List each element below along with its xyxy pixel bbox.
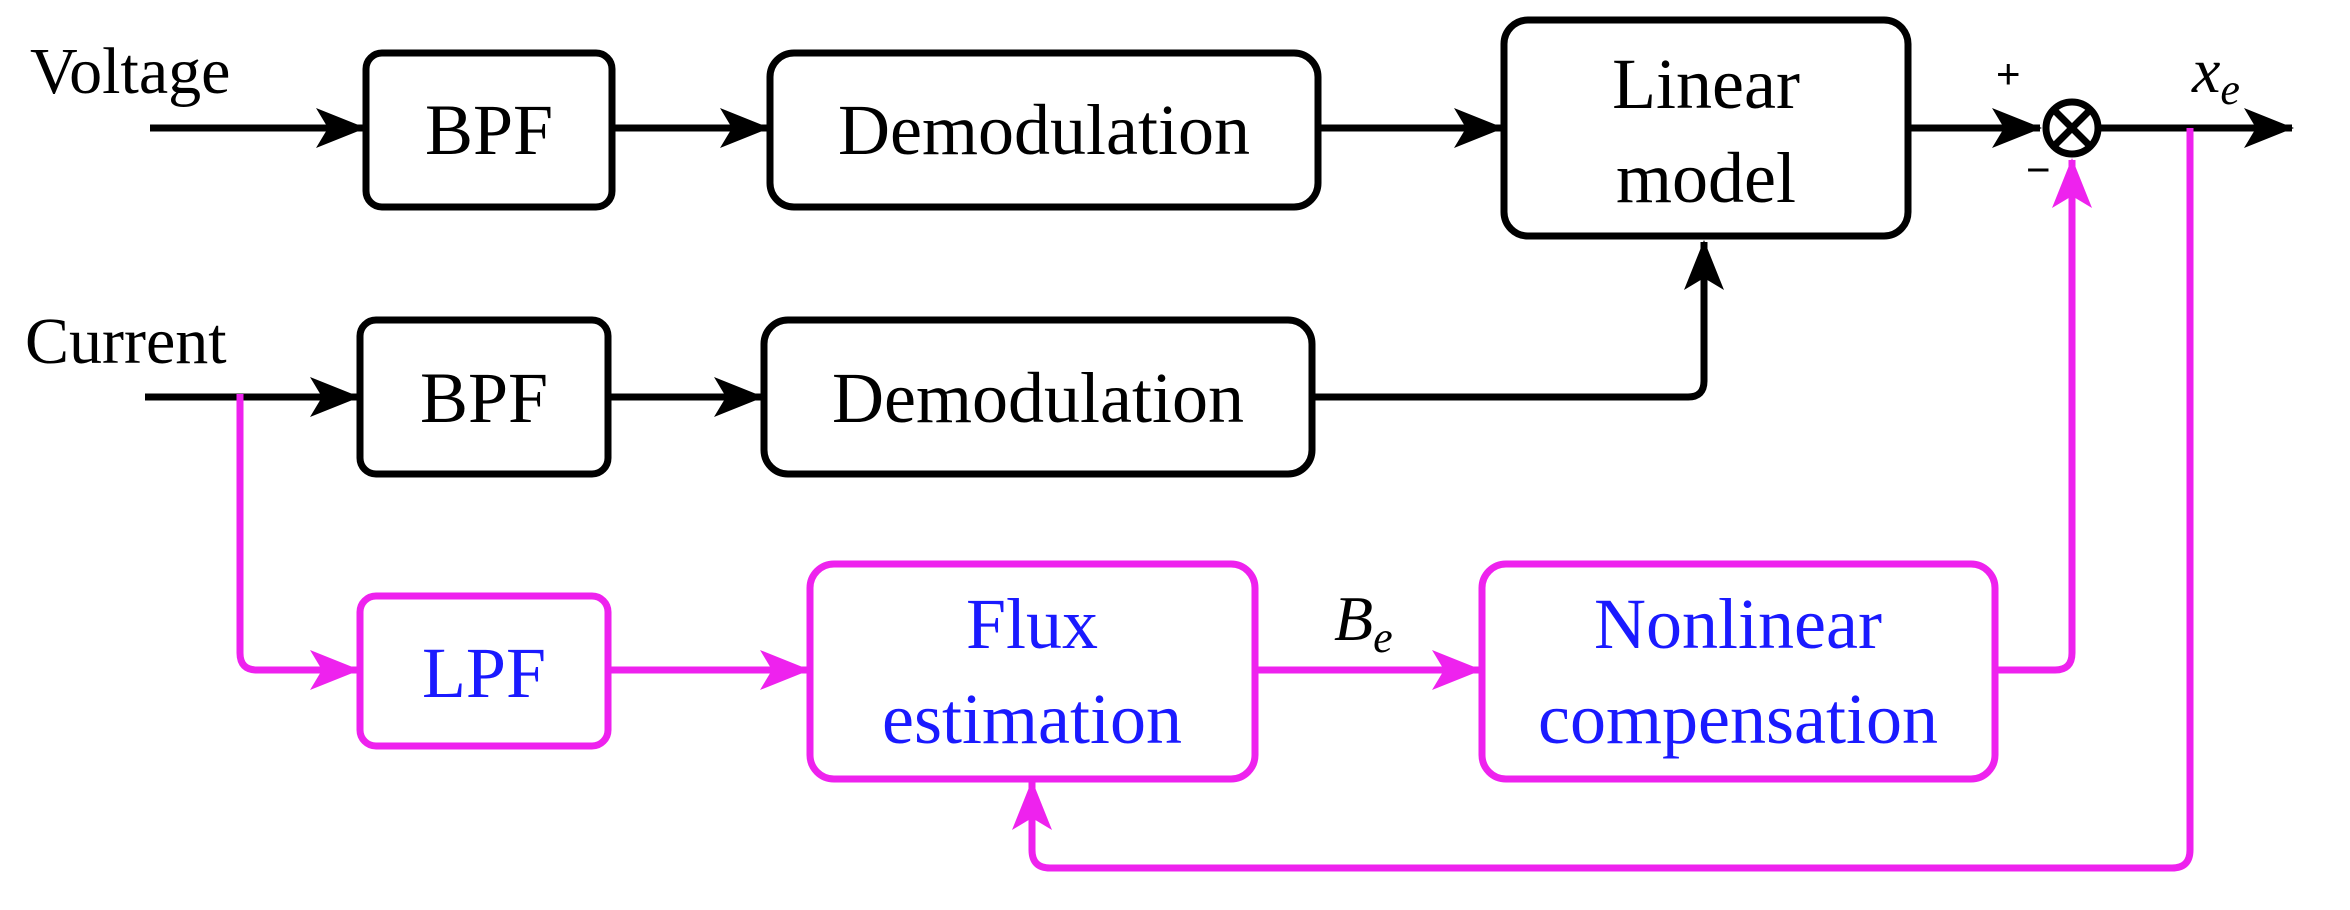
linear-model-label-line2: model (1616, 138, 1796, 218)
flux-estimation-label-line1: Flux (966, 584, 1098, 664)
voltage-input-label: Voltage (30, 35, 230, 108)
linear-model-label-line1: Linear (1612, 44, 1800, 124)
plus-sign: + (1996, 50, 2021, 97)
output-feedback-arrow (1012, 128, 2194, 872)
minus-sign: − (2026, 146, 2051, 193)
flux-estimation-label-line2: estimation (882, 679, 1182, 759)
bpf-current-label: BPF (420, 358, 548, 438)
summing-junction-cross-b (2051, 107, 2093, 149)
current-to-lpf-arrow (236, 394, 360, 690)
bpf-voltage-label: BPF (425, 90, 553, 170)
flux-signal-subscript: e (1373, 613, 1393, 662)
demod-current-label: Demodulation (832, 358, 1244, 438)
flux-signal-label: Be (1334, 583, 1393, 662)
summing-junction (2042, 98, 2102, 158)
lpf-block (356, 592, 612, 750)
linear-model-block (1500, 16, 1912, 240)
nonlinear-compensation-label-line1: Nonlinear (1594, 584, 1882, 664)
nonlinear-to-sum-arrow (1995, 158, 2092, 674)
bpf-current-block (356, 316, 612, 478)
demod-current-to-linear-model-arrow (1312, 240, 1724, 401)
demod-voltage-label: Demodulation (838, 90, 1250, 170)
demod-voltage-block (766, 49, 1322, 211)
nonlinear-compensation-block (1478, 560, 1999, 783)
current-input-label: Current (25, 305, 227, 378)
nonlinear-compensation-label-line2: compensation (1538, 679, 1938, 759)
demod-current-block (760, 316, 1316, 478)
output-signal-base: x (2191, 35, 2220, 106)
flux-estimation-block (806, 560, 1259, 783)
bpf-voltage-block (362, 49, 616, 211)
lpf-label: LPF (422, 633, 546, 713)
output-signal-subscript: e (2220, 65, 2240, 114)
output-signal-label: xe (2191, 35, 2240, 114)
flux-signal-base: B (1334, 583, 1373, 654)
